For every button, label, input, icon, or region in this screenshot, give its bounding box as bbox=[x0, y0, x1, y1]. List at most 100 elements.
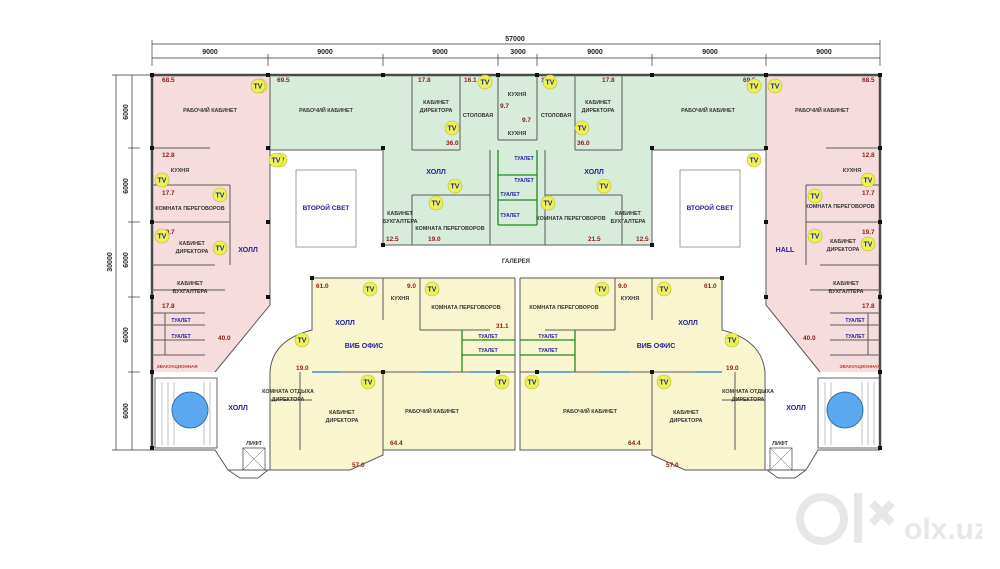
tv-icon bbox=[360, 374, 376, 390]
total-height-label: 30000 bbox=[107, 252, 114, 272]
hall-label: ХОЛЛ bbox=[786, 405, 806, 412]
dim-row: 6000 bbox=[123, 178, 130, 194]
tv-label: TV bbox=[546, 80, 555, 87]
fire-exit-label: ЭВАКУАЦИОННАЯ bbox=[156, 364, 197, 369]
tv-marker: TV bbox=[860, 172, 876, 188]
room-label: КОМНАТА ОТДЫХА bbox=[722, 389, 774, 395]
tv-markers: TV TV TV TV TV TV TV TV TV TV TV TV TV TV TV TV TV TV TV TV… bbox=[154, 74, 876, 390]
tv-label: TV bbox=[366, 287, 375, 294]
room-label: КОМНАТА ОТДЫХА bbox=[262, 389, 314, 395]
tv-label: TV bbox=[811, 194, 820, 201]
toilet-label: ТУАЛЕТ bbox=[478, 334, 497, 340]
area-value: 17.7 bbox=[162, 190, 175, 197]
area-value: 17.8 bbox=[602, 77, 615, 84]
tv-icon bbox=[294, 332, 310, 348]
second-light-label: ВТОРОЙ СВЕТ bbox=[303, 203, 350, 212]
tv-label: TV bbox=[216, 193, 225, 200]
area-value: 57.0 bbox=[352, 462, 365, 469]
dim-segment: 9000 bbox=[702, 49, 718, 56]
tv-icon bbox=[477, 74, 493, 90]
area-value: 69.5 bbox=[277, 77, 290, 84]
area-value: 64.4 bbox=[628, 440, 641, 447]
room-label: КУХНЯ bbox=[843, 168, 861, 174]
tv-icon bbox=[212, 240, 228, 256]
area-value: 61.0 bbox=[704, 283, 717, 290]
room-label: РАБОЧИЙ КАБИНЕТ bbox=[795, 106, 850, 114]
tv-label: TV bbox=[660, 287, 669, 294]
area-value: 9.7 bbox=[500, 103, 509, 110]
tv-marker: TV bbox=[494, 374, 510, 390]
area-value: 40.0 bbox=[218, 335, 231, 342]
tv-marker: TV bbox=[294, 332, 310, 348]
tv-marker: TV bbox=[807, 188, 823, 204]
tv-icon bbox=[656, 374, 672, 390]
room-label: КАБИНЕТ bbox=[329, 410, 355, 416]
toilet-label: ТУАЛЕТ bbox=[845, 334, 864, 340]
tv-label: TV bbox=[272, 158, 281, 165]
room-label: КАБИНЕТ bbox=[179, 241, 205, 247]
area-value: 12.8 bbox=[162, 152, 175, 159]
pink-zone-right bbox=[766, 75, 880, 372]
dim-row: 6000 bbox=[123, 252, 130, 268]
room-label: КОМНАТА ПЕРЕГОВОРОВ bbox=[536, 216, 605, 222]
toilet-label: ТУАЛЕТ bbox=[514, 178, 533, 184]
room-label: КУХНЯ bbox=[508, 92, 526, 98]
tv-marker: TV bbox=[724, 332, 740, 348]
tv-label: TV bbox=[600, 184, 609, 191]
tv-marker: TV bbox=[447, 178, 463, 194]
tv-icon bbox=[746, 152, 762, 168]
area-value: 17.8 bbox=[162, 303, 175, 310]
tv-marker: TV bbox=[154, 228, 170, 244]
tv-label: TV bbox=[750, 84, 759, 91]
tv-label: TV bbox=[451, 184, 460, 191]
tv-label: TV bbox=[864, 242, 873, 249]
room-label: ДИРЕКТОРА bbox=[176, 249, 209, 255]
room-label: КОМНАТА ПЕРЕГОВОРОВ bbox=[431, 305, 500, 311]
tv-icon bbox=[250, 78, 266, 94]
room-label: КУХНЯ bbox=[508, 131, 526, 137]
tv-marker: TV bbox=[807, 228, 823, 244]
room-label: ДИРЕКТОРА bbox=[827, 247, 860, 253]
area-value: 57.0 bbox=[666, 462, 679, 469]
tv-marker: TV bbox=[428, 195, 444, 211]
toilet-label: ТУАЛЕТ bbox=[538, 348, 557, 354]
tv-icon bbox=[447, 178, 463, 194]
tv-marker: TV bbox=[360, 374, 376, 390]
tv-icon bbox=[860, 172, 876, 188]
tv-label: TV bbox=[364, 380, 373, 387]
tv-icon bbox=[494, 374, 510, 390]
toilet-label: ТУАЛЕТ bbox=[538, 334, 557, 340]
hall-label: ХОЛЛ bbox=[584, 169, 604, 176]
area-value: 19.0 bbox=[428, 236, 441, 243]
room-label: РАБОЧИЙ КАБИНЕТ bbox=[563, 407, 618, 415]
tv-marker: TV bbox=[594, 281, 610, 297]
area-value: 9.7 bbox=[522, 117, 531, 124]
tv-icon bbox=[424, 281, 440, 297]
left-dimension-line: 30000 6000 6000 6000 6000 6000 bbox=[107, 74, 152, 451]
tv-icon bbox=[807, 228, 823, 244]
tv-marker: TV bbox=[362, 281, 378, 297]
tv-icon bbox=[212, 187, 228, 203]
area-value: 19.7 bbox=[862, 229, 875, 236]
tv-marker: TV bbox=[154, 172, 170, 188]
tv-marker: TV bbox=[212, 240, 228, 256]
tv-icon bbox=[594, 281, 610, 297]
pool-right bbox=[826, 391, 864, 429]
room-label: КАБИНЕТ bbox=[830, 239, 856, 245]
room-label: БУХГАЛТЕРА bbox=[828, 289, 863, 295]
room-label: КАБИНЕТ bbox=[615, 211, 641, 217]
area-value: 9.0 bbox=[618, 283, 627, 290]
fire-exit-label: ЭВАКУАЦИОННАЯ bbox=[839, 364, 880, 369]
tv-marker: TV bbox=[424, 281, 440, 297]
pool-left bbox=[171, 391, 209, 429]
room-label: КУХНЯ bbox=[171, 168, 189, 174]
tv-label: TV bbox=[158, 234, 167, 241]
area-value: 61.0 bbox=[316, 283, 329, 290]
tv-icon bbox=[362, 281, 378, 297]
area-value: 21.5 bbox=[588, 236, 601, 243]
tv-icon bbox=[154, 172, 170, 188]
room-label: КАБИНЕТ bbox=[673, 410, 699, 416]
inner-partitions bbox=[152, 75, 880, 450]
hall-label: ХОЛЛ bbox=[335, 320, 355, 327]
room-label: КОМНАТА ПЕРЕГОВОРОВ bbox=[155, 206, 224, 212]
